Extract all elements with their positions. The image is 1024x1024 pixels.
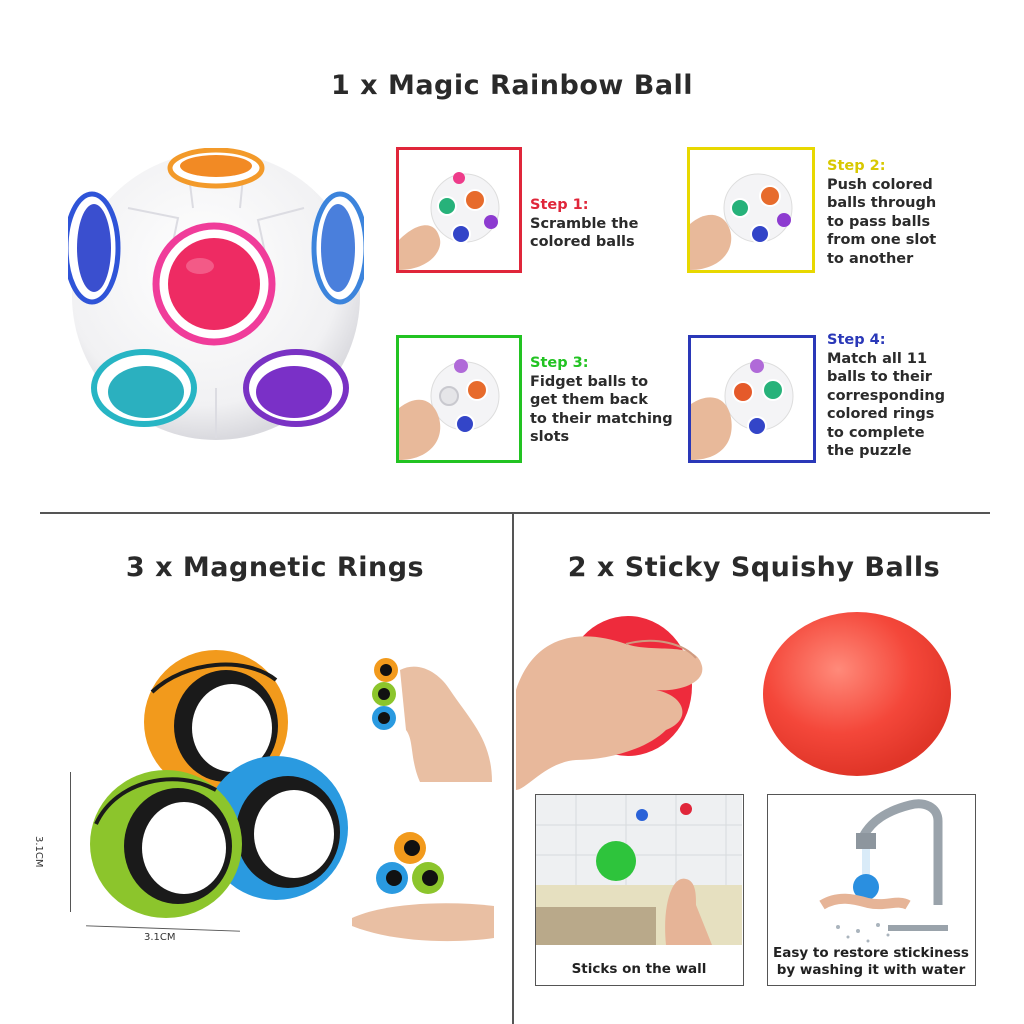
step-4-line-5: to complete xyxy=(827,424,925,441)
magnetic-rings-image xyxy=(76,640,356,920)
step-4-line-3: corresponding xyxy=(827,387,946,404)
step-2-line-1: Push colored xyxy=(827,176,933,193)
step-2-line-3: to pass balls xyxy=(827,213,931,230)
step-2-line-5: to another xyxy=(827,250,914,267)
step-2-photo xyxy=(687,147,815,273)
wash-caption-line-2: by washing it with water xyxy=(776,962,966,978)
rings-on-palm-image xyxy=(352,826,494,946)
red-ball-image xyxy=(760,608,954,778)
step-3-title: Step 3: xyxy=(530,355,589,371)
step-4-title: Step 4: xyxy=(827,332,886,348)
step-3-line-1: Fidget balls to xyxy=(530,373,649,390)
wall-caption: Sticks on the wall xyxy=(571,961,707,977)
squishy-balls-heading: 2 x Sticky Squishy Balls xyxy=(567,552,941,583)
width-dimension-line xyxy=(86,925,240,932)
step-3-line-2: get them back xyxy=(530,392,648,408)
step-1-photo xyxy=(396,147,522,273)
wash-caption-line-1: Easy to restore stickiness xyxy=(773,945,969,961)
rings-on-finger-image xyxy=(360,650,492,782)
height-dimension-label: 3.1CM xyxy=(33,836,44,868)
step-3-photo xyxy=(396,335,522,463)
step-4-line-6: the puzzle xyxy=(827,443,912,459)
width-dimension-label: 3.1CM xyxy=(144,932,176,943)
vertical-divider xyxy=(512,513,514,1024)
wash-photo: Easy to restore stickiness by washing it… xyxy=(767,794,976,986)
step-2-title: Step 2: xyxy=(827,158,886,174)
squeezed-ball-image xyxy=(516,600,716,790)
step-4-line-1: Match all 11 xyxy=(827,350,928,367)
step-3-line-4: slots xyxy=(530,429,570,445)
step-2-line-4: from one slot xyxy=(827,232,937,248)
magnetic-rings-heading: 3 x Magnetic Rings xyxy=(125,552,425,583)
rainbow-ball-image xyxy=(68,148,364,444)
step-3-line-3: to their matching xyxy=(530,410,673,427)
step-1-text: Step 1: Scramble the colored balls xyxy=(530,196,638,252)
step-4-text: Step 4: Match all 11 balls to their corr… xyxy=(827,331,945,461)
step-1-line-1: Scramble the xyxy=(530,215,639,232)
step-1-title: Step 1: xyxy=(530,197,589,213)
step-4-photo xyxy=(688,335,816,463)
height-dimension-line xyxy=(70,772,71,912)
wall-photo: Sticks on the wall xyxy=(535,794,744,986)
step-2-line-2: balls through xyxy=(827,195,937,211)
step-4-line-4: colored rings xyxy=(827,406,935,422)
step-2-text: Step 2: Push colored balls through to pa… xyxy=(827,157,936,268)
wash-caption: Easy to restore stickiness by washing it… xyxy=(768,945,974,979)
step-1-line-2: colored balls xyxy=(530,234,635,250)
rainbow-ball-heading: 1 x Magic Rainbow Ball xyxy=(330,70,694,101)
horizontal-divider xyxy=(40,512,990,514)
step-3-text: Step 3: Fidget balls to get them back to… xyxy=(530,354,673,447)
step-4-line-2: balls to their xyxy=(827,369,932,385)
